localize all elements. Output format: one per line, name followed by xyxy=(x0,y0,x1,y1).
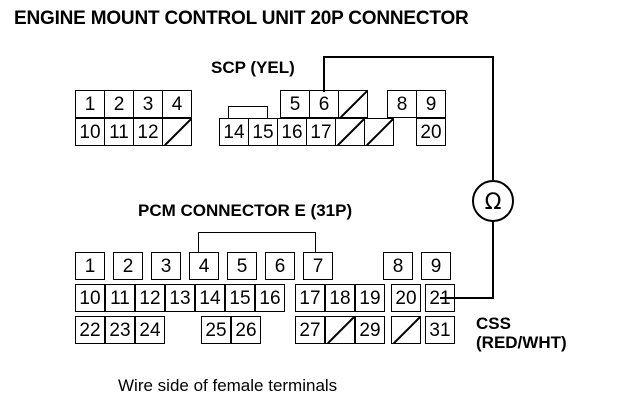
emcu-pin-6: 6 xyxy=(309,90,339,118)
css-wire xyxy=(440,221,494,299)
emcu-pin-16: 16 xyxy=(277,118,307,146)
css-wire-label: CSS xyxy=(476,314,511,333)
pcm-pin-2: 2 xyxy=(113,252,143,280)
pcm-pin-9: 9 xyxy=(421,252,451,280)
pcm-pin-19: 19 xyxy=(355,284,385,312)
pcm-pin-26: 26 xyxy=(231,316,261,344)
scp-wire xyxy=(323,56,494,180)
pcm-pin-28-empty xyxy=(325,316,355,344)
pcm-pin-16: 16 xyxy=(255,284,285,312)
pcm-pin-7: 7 xyxy=(303,252,333,280)
pcm-pin-1: 1 xyxy=(75,252,105,280)
emcu-pin-15: 15 xyxy=(248,118,278,146)
pcm-pin-17: 17 xyxy=(295,284,325,312)
pcm-pin-30-empty xyxy=(391,316,421,344)
scp-wire-label: SCP (YEL) xyxy=(211,58,295,77)
emcu-pin-14: 14 xyxy=(219,118,249,146)
pcm-pin-10: 10 xyxy=(75,284,105,312)
emcu-pin-17: 17 xyxy=(306,118,336,146)
ohm-symbol: Ω xyxy=(485,190,502,215)
pcm-pin-25: 25 xyxy=(201,316,231,344)
emcu-pin-20: 20 xyxy=(416,118,446,146)
emcu-pin-13-empty xyxy=(162,118,192,146)
pcm-pin-29: 29 xyxy=(355,316,385,344)
pcm-connector-latch xyxy=(198,232,316,254)
pcm-pin-22: 22 xyxy=(75,316,105,344)
pcm-pin-31: 31 xyxy=(425,316,455,344)
pcm-pin-4: 4 xyxy=(189,252,219,280)
pcm-pin-13: 13 xyxy=(165,284,195,312)
pcm-pin-11: 11 xyxy=(105,284,135,312)
pcm-pin-23: 23 xyxy=(105,316,135,344)
pcm-connector-label: PCM CONNECTOR E (31P) xyxy=(138,201,353,220)
pcm-pin-18: 18 xyxy=(325,284,355,312)
emcu-pin-8: 8 xyxy=(387,90,417,118)
emcu-pin-9: 9 xyxy=(416,90,446,118)
pcm-pin-3: 3 xyxy=(151,252,181,280)
pcm-pin-6: 6 xyxy=(265,252,295,280)
pcm-pin-8: 8 xyxy=(383,252,413,280)
pcm-pin-24: 24 xyxy=(135,316,165,344)
wire-side-caption: Wire side of female terminals xyxy=(118,376,338,395)
pcm-pin-20: 20 xyxy=(391,284,421,312)
css-wire-color-label: (RED/WHT) xyxy=(476,333,567,352)
pcm-pin-14: 14 xyxy=(195,284,225,312)
pcm-pin-12: 12 xyxy=(135,284,165,312)
emcu-pin-10: 10 xyxy=(75,118,105,146)
emcu-pin-4: 4 xyxy=(162,90,192,118)
emcu-pin-3: 3 xyxy=(133,90,163,118)
diagram-title: ENGINE MOUNT CONTROL UNIT 20P CONNECTOR xyxy=(14,8,469,29)
emcu-pin-19-empty xyxy=(364,118,394,146)
emcu-pin-5: 5 xyxy=(280,90,310,118)
pcm-pin-15: 15 xyxy=(225,284,255,312)
ohmmeter-icon xyxy=(472,180,514,222)
pcm-pin-5: 5 xyxy=(227,252,257,280)
